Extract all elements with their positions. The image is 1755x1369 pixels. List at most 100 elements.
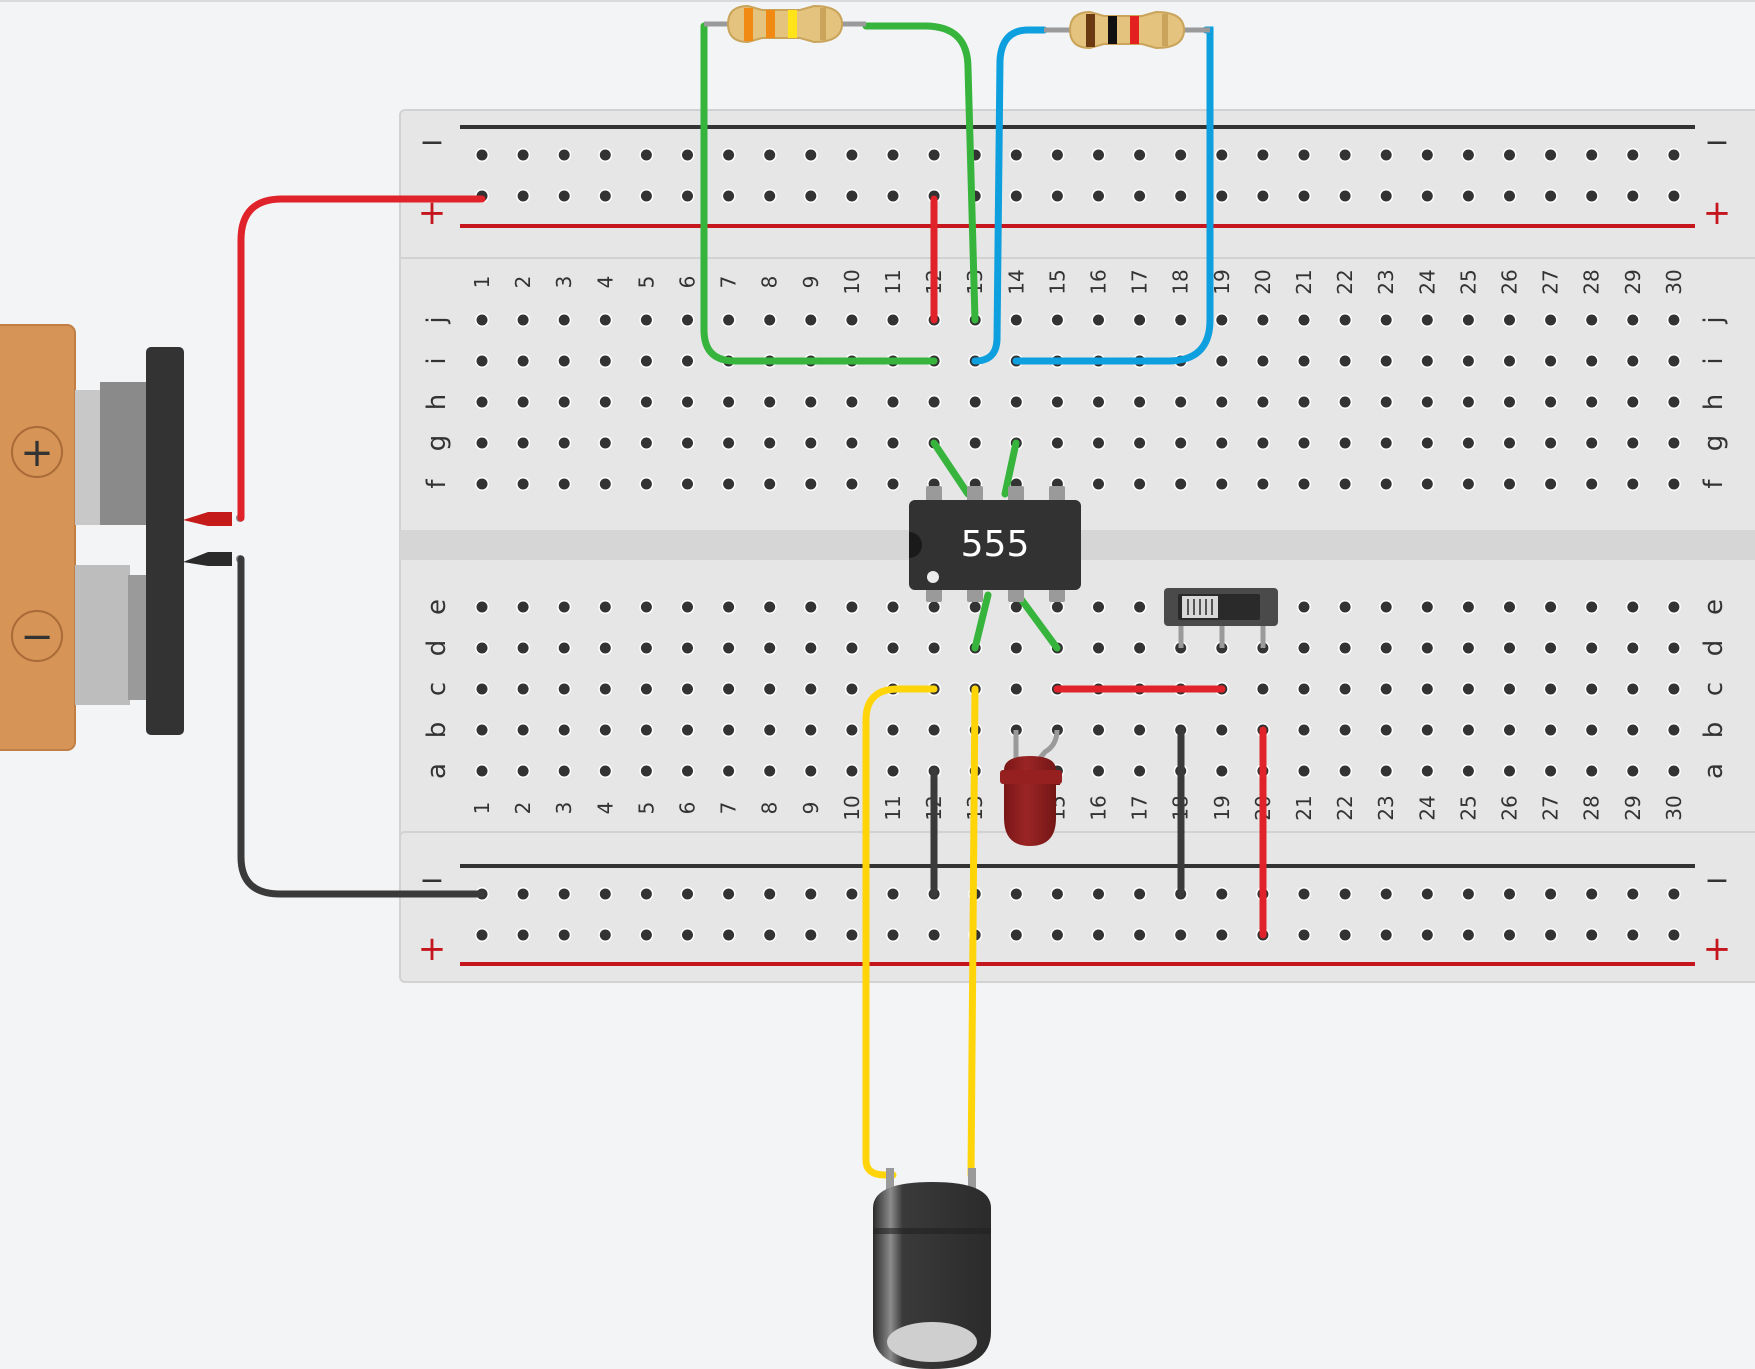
hole-j17[interactable] [1134, 314, 1146, 326]
hole-i29[interactable] [1627, 355, 1639, 367]
rail-hole-top-minus-26[interactable] [1504, 149, 1515, 161]
rail-hole-top-minus-27[interactable] [1545, 149, 1557, 161]
hole-e26[interactable] [1504, 601, 1515, 613]
rail-hole-top-minus-28[interactable] [1586, 149, 1598, 161]
hole-i27[interactable] [1545, 355, 1557, 367]
battery-red-lead[interactable] [183, 512, 232, 526]
hole-j15[interactable] [1051, 314, 1063, 326]
rail-hole-top-plus-16[interactable] [1093, 190, 1104, 202]
hole-g6[interactable] [682, 437, 693, 449]
hole-j11[interactable] [887, 314, 899, 326]
hole-a27[interactable] [1545, 765, 1557, 777]
rail-hole-bottom-plus-22[interactable] [1339, 929, 1351, 941]
hole-c26[interactable] [1504, 683, 1515, 695]
rail-hole-top-minus-29[interactable] [1627, 149, 1639, 161]
hole-h25[interactable] [1462, 396, 1474, 408]
rail-hole-top-minus-3[interactable] [558, 149, 570, 161]
hole-e4[interactable] [599, 601, 611, 613]
rail-hole-bottom-minus-11[interactable] [887, 888, 899, 900]
rail-hole-bottom-plus-4[interactable] [599, 929, 611, 941]
hole-g28[interactable] [1586, 437, 1598, 449]
hole-b1[interactable] [476, 724, 488, 736]
rail-hole-bottom-plus-19[interactable] [1216, 929, 1228, 941]
hole-d26[interactable] [1504, 642, 1515, 654]
hole-h2[interactable] [517, 396, 529, 408]
hole-f28[interactable] [1586, 478, 1598, 490]
hole-f16[interactable] [1093, 478, 1104, 490]
rail-hole-top-minus-5[interactable] [640, 149, 652, 161]
hole-e11[interactable] [887, 601, 899, 613]
rail-hole-top-minus-23[interactable] [1380, 149, 1392, 161]
rail-hole-bottom-plus-5[interactable] [640, 929, 652, 941]
hole-f6[interactable] [682, 478, 693, 490]
rail-hole-bottom-plus-16[interactable] [1093, 929, 1104, 941]
hole-c27[interactable] [1545, 683, 1557, 695]
rail-hole-top-plus-23[interactable] [1380, 190, 1392, 202]
hole-g5[interactable] [640, 437, 652, 449]
hole-g11[interactable] [887, 437, 899, 449]
hole-f18[interactable] [1175, 478, 1187, 490]
hole-j29[interactable] [1627, 314, 1639, 326]
hole-h11[interactable] [887, 396, 899, 408]
hole-g27[interactable] [1545, 437, 1557, 449]
hole-j5[interactable] [640, 314, 652, 326]
rail-hole-bottom-minus-23[interactable] [1380, 888, 1392, 900]
rail-hole-top-plus-15[interactable] [1051, 190, 1063, 202]
hole-c29[interactable] [1627, 683, 1639, 695]
rail-hole-bottom-minus-4[interactable] [599, 888, 611, 900]
rail-hole-bottom-plus-28[interactable] [1586, 929, 1598, 941]
hole-i28[interactable] [1586, 355, 1598, 367]
hole-i20[interactable] [1257, 355, 1269, 367]
rail-hole-bottom-plus-10[interactable] [846, 929, 858, 941]
hole-j26[interactable] [1504, 314, 1515, 326]
hole-a4[interactable] [599, 765, 611, 777]
rail-hole-top-minus-22[interactable] [1339, 149, 1351, 161]
rail-hole-top-plus-27[interactable] [1545, 190, 1557, 202]
hole-f8[interactable] [764, 478, 776, 490]
wire-green-r1-left[interactable] [700, 22, 938, 365]
hole-h9[interactable] [805, 396, 817, 408]
hole-a24[interactable] [1421, 765, 1433, 777]
hole-g3[interactable] [558, 437, 570, 449]
hole-g21[interactable] [1298, 437, 1310, 449]
rail-hole-top-minus-1[interactable] [476, 149, 488, 161]
hole-c25[interactable] [1462, 683, 1474, 695]
hole-f21[interactable] [1298, 478, 1310, 490]
rail-hole-bottom-plus-7[interactable] [723, 929, 735, 941]
hole-e28[interactable] [1586, 601, 1598, 613]
hole-e17[interactable] [1134, 601, 1146, 613]
hole-g10[interactable] [846, 437, 858, 449]
hole-d4[interactable] [599, 642, 611, 654]
rail-hole-bottom-plus-23[interactable] [1380, 929, 1392, 941]
hole-h22[interactable] [1339, 396, 1351, 408]
hole-e14[interactable] [1010, 601, 1022, 613]
hole-e2[interactable] [517, 601, 529, 613]
hole-e22[interactable] [1339, 601, 1351, 613]
hole-j30[interactable] [1668, 314, 1680, 326]
rail-hole-top-minus-6[interactable] [682, 149, 693, 161]
rail-hole-bottom-plus-26[interactable] [1504, 929, 1515, 941]
hole-j25[interactable] [1462, 314, 1474, 326]
hole-j22[interactable] [1339, 314, 1351, 326]
hole-j9[interactable] [805, 314, 817, 326]
hole-j14[interactable] [1010, 314, 1022, 326]
hole-a25[interactable] [1462, 765, 1474, 777]
rail-hole-top-plus-18[interactable] [1175, 190, 1187, 202]
rail-hole-bottom-plus-15[interactable] [1051, 929, 1063, 941]
hole-b12[interactable] [928, 724, 940, 736]
hole-a19[interactable] [1216, 765, 1228, 777]
hole-g4[interactable] [599, 437, 611, 449]
rail-hole-bottom-plus-29[interactable] [1627, 929, 1639, 941]
hole-j10[interactable] [846, 314, 858, 326]
hole-h7[interactable] [723, 396, 735, 408]
rail-hole-bottom-minus-30[interactable] [1668, 888, 1680, 900]
hole-f19[interactable] [1216, 478, 1228, 490]
hole-d30[interactable] [1668, 642, 1680, 654]
rail-hole-bottom-minus-24[interactable] [1421, 888, 1433, 900]
rail-hole-bottom-plus-27[interactable] [1545, 929, 1557, 941]
hole-h16[interactable] [1093, 396, 1104, 408]
hole-e13[interactable] [969, 601, 981, 613]
hole-g15[interactable] [1051, 437, 1063, 449]
rail-hole-bottom-minus-15[interactable] [1051, 888, 1063, 900]
hole-c21[interactable] [1298, 683, 1310, 695]
